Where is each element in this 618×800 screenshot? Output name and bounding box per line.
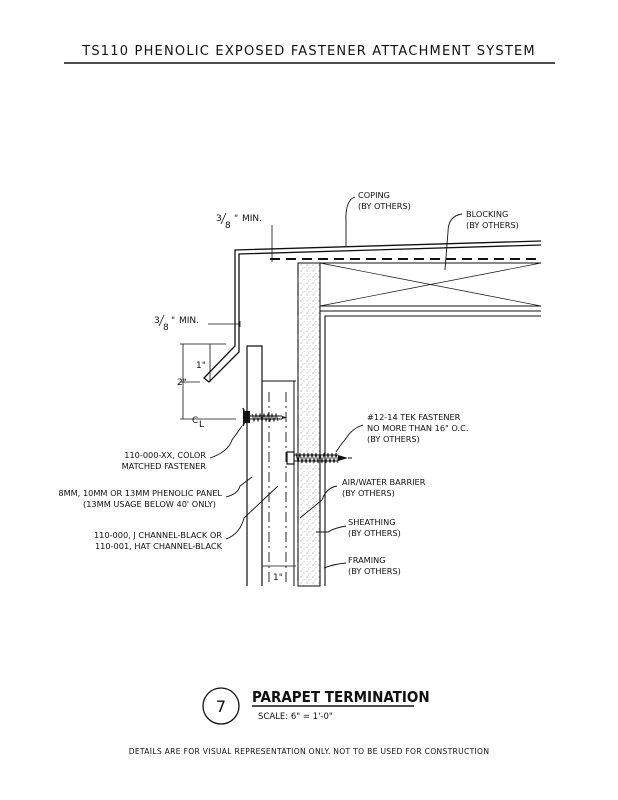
tek-fastener	[286, 451, 352, 465]
callout-coping: COPING (BY OTHERS)	[358, 190, 411, 211]
phenolic-panel	[246, 345, 263, 586]
label-fastener-2: MATCHED FASTENER	[122, 461, 207, 471]
sheathing	[297, 262, 321, 587]
dimension-mid-min-text: MIN.	[179, 316, 199, 326]
callout-color-fastener: 110-000-XX, COLOR MATCHED FASTENER	[122, 450, 207, 471]
label-fastener-1: 110-000-XX, COLOR	[124, 450, 206, 460]
disclaimer: DETAILS ARE FOR VISUAL REPRESENTATION ON…	[129, 747, 490, 756]
detail-number: 7	[216, 697, 226, 716]
callout-air-water-barrier: AIR/WATER BARRIER (BY OTHERS)	[342, 477, 426, 498]
label-tek-2: NO MORE THAN 16" O.C.	[367, 423, 468, 433]
exposed-fastener	[242, 407, 287, 427]
dimension-one-inch: 1"	[196, 361, 206, 371]
label-sheathing-2: (BY OTHERS)	[348, 528, 401, 538]
label-coping-1: COPING	[358, 190, 390, 200]
callout-phenolic-panel: 8MM, 10MM OR 13MM PHENOLIC PANEL (13MM U…	[58, 488, 222, 509]
label-coping-2: (BY OTHERS)	[358, 201, 411, 211]
blocking	[270, 258, 542, 307]
detail-number-circle	[202, 687, 240, 725]
callout-framing: FRAMING (BY OTHERS)	[348, 555, 401, 576]
dimension-vertical: 1" 2" C L	[177, 343, 236, 430]
label-panel-1: 8MM, 10MM OR 13MM PHENOLIC PANEL	[58, 488, 222, 498]
detail-title-block: 7 PARAPET TERMINATION SCALE: 6" = 1'-0"	[202, 687, 430, 725]
dimension-bottom: 1"	[262, 565, 296, 583]
label-tek-3: (BY OTHERS)	[367, 434, 420, 444]
svg-text:8: 8	[163, 323, 169, 333]
framing	[319, 310, 541, 586]
sheet-title: TS110 PHENOLIC EXPOSED FASTENER ATTACHME…	[81, 44, 536, 59]
label-framing-2: (BY OTHERS)	[348, 566, 401, 576]
callout-blocking: BLOCKING (BY OTHERS)	[466, 209, 519, 230]
centerline-mark-sub: L	[199, 420, 204, 430]
label-barrier-1: AIR/WATER BARRIER	[342, 477, 426, 487]
dimension-mid-min: 3 8 " MIN.	[154, 314, 241, 333]
label-channel-1: 110-000, J CHANNEL-BLACK OR	[94, 530, 222, 540]
label-tek-1: #12-14 TEK FASTENER	[367, 412, 461, 422]
dimension-two-inch: 2"	[177, 378, 187, 388]
dimension-top-min: 3 8 " MIN.	[216, 212, 273, 262]
svg-text:": "	[171, 316, 175, 326]
label-panel-2: (13MM USAGE BELOW 40' ONLY)	[83, 499, 216, 509]
label-blocking-2: (BY OTHERS)	[466, 220, 519, 230]
channel	[262, 380, 296, 586]
detail-title: PARAPET TERMINATION	[252, 688, 430, 706]
dimension-top-min-text: MIN.	[242, 214, 262, 224]
callout-channel: 110-000, J CHANNEL-BLACK OR 110-001, HAT…	[94, 530, 223, 551]
label-channel-2: 110-001, HAT CHANNEL-BLACK	[95, 541, 223, 551]
callout-tek-fastener: #12-14 TEK FASTENER NO MORE THAN 16" O.C…	[367, 412, 468, 444]
svg-text:3: 3	[216, 214, 222, 224]
svg-text:3: 3	[154, 316, 160, 326]
leader-lines	[209, 196, 463, 569]
dimension-one-inch-bottom: 1"	[273, 573, 283, 583]
detail-scale: SCALE: 6" = 1'-0"	[258, 712, 333, 722]
label-barrier-2: (BY OTHERS)	[342, 488, 395, 498]
svg-text:8: 8	[225, 221, 231, 231]
svg-text:": "	[234, 214, 238, 224]
label-blocking-1: BLOCKING	[466, 209, 508, 219]
callout-sheathing: SHEATHING (BY OTHERS)	[348, 517, 401, 538]
centerline-mark: C	[192, 416, 198, 426]
label-sheathing-1: SHEATHING	[348, 517, 396, 527]
label-framing-1: FRAMING	[348, 555, 386, 565]
coping	[203, 240, 542, 383]
